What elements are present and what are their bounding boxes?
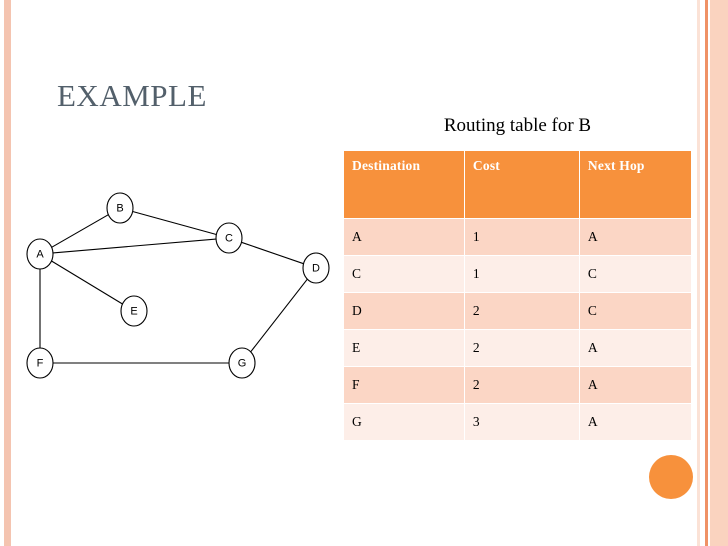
graph-node-group: A B C D E F G xyxy=(26,192,330,379)
graph-edge-a-c xyxy=(52,238,217,254)
node-shape xyxy=(106,192,134,224)
node-label: D xyxy=(312,263,320,275)
node-shape xyxy=(302,252,330,284)
node-label: B xyxy=(116,203,123,215)
cell-next-hop: C xyxy=(579,293,691,329)
node-shape xyxy=(26,238,54,270)
graph-edge-d-g xyxy=(250,278,308,353)
cell-cost: 2 xyxy=(464,330,579,366)
graph-node-f: F xyxy=(26,347,54,379)
node-label: A xyxy=(36,249,44,261)
right-accent-stripe-thin xyxy=(697,0,700,546)
cell-destination: C xyxy=(344,256,464,292)
graph-edge-c-d xyxy=(241,241,304,265)
node-label: E xyxy=(130,306,137,318)
node-label: C xyxy=(225,233,233,245)
cell-destination: E xyxy=(344,330,464,366)
graph-edge-b-c xyxy=(132,210,217,236)
cell-next-hop: C xyxy=(579,256,691,292)
column-header-next-hop: Next Hop xyxy=(579,151,691,218)
graph-node-e: E xyxy=(120,295,148,327)
node-shape xyxy=(228,347,256,379)
cell-cost: 1 xyxy=(464,219,579,255)
cell-cost: 2 xyxy=(464,367,579,403)
graph-node-a: A xyxy=(26,238,54,270)
node-shape xyxy=(26,347,54,379)
cell-cost: 3 xyxy=(464,404,579,440)
orange-circle-decoration xyxy=(649,455,693,499)
graph-node-d: D xyxy=(302,252,330,284)
graph-node-b: B xyxy=(106,192,134,224)
right-accent-band xyxy=(710,0,728,546)
graph-node-g: G xyxy=(228,347,256,379)
node-label: F xyxy=(37,358,44,370)
cell-destination: F xyxy=(344,367,464,403)
column-header-destination: Destination xyxy=(344,151,464,218)
graph-node-c: C xyxy=(215,222,243,254)
node-shape xyxy=(215,222,243,254)
cell-destination: G xyxy=(344,404,464,440)
cell-next-hop: A xyxy=(579,219,691,255)
left-accent-stripe xyxy=(4,0,11,546)
node-shape xyxy=(120,295,148,327)
page-title: EXAMPLE xyxy=(57,78,207,113)
cell-cost: 1 xyxy=(464,256,579,292)
routing-table-caption: Routing table for B xyxy=(443,115,592,136)
cell-next-hop: A xyxy=(579,330,691,366)
right-accent-line xyxy=(705,0,708,546)
node-label: G xyxy=(238,358,247,370)
cell-next-hop: A xyxy=(579,367,691,403)
cell-cost: 2 xyxy=(464,293,579,329)
cell-destination: D xyxy=(344,293,464,329)
graph-edge-a-b xyxy=(51,214,109,248)
graph-edge-a-e xyxy=(51,260,123,305)
network-graph-svg: A B C D E F G xyxy=(26,192,330,379)
graph-edge-group xyxy=(39,210,308,364)
cell-destination: A xyxy=(344,219,464,255)
routing-table-head: Destination Cost Next Hop xyxy=(344,151,691,218)
cell-next-hop: A xyxy=(579,404,691,440)
table-header-row: Destination Cost Next Hop xyxy=(344,151,691,218)
column-header-cost: Cost xyxy=(464,151,579,218)
network-topology-diagram: A B C D E F G xyxy=(0,180,345,400)
